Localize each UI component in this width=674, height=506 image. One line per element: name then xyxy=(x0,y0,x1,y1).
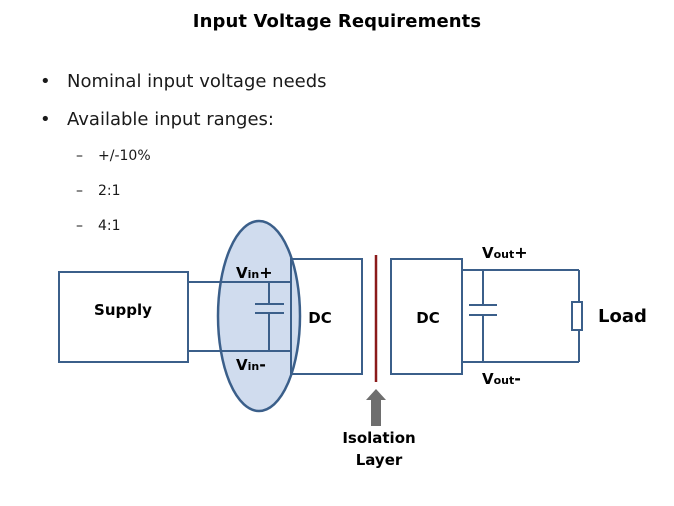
bullet-marker: • xyxy=(40,109,51,130)
sub-bullet-text: +/-10% xyxy=(98,148,151,164)
load-label: Load xyxy=(598,306,647,327)
sub-bullet-marker: – xyxy=(76,148,83,164)
up-arrow-icon xyxy=(366,389,386,426)
sub-bullet-marker: – xyxy=(76,183,83,199)
vin-plus-label: Vin+ xyxy=(236,263,273,282)
supply-label: Supply xyxy=(94,301,152,319)
input-capacitor-icon xyxy=(255,282,284,351)
load-resistor-icon xyxy=(571,270,583,362)
sub-bullet-text: 4:1 xyxy=(98,218,121,234)
output-capacitor-icon xyxy=(469,270,497,362)
dc-converter-output-box xyxy=(390,258,463,375)
sub-bullet-text: 2:1 xyxy=(98,183,121,199)
isolation-label-line1: Isolation xyxy=(342,429,415,447)
vout-minus-label: Vout- xyxy=(482,369,521,388)
bullet-marker: • xyxy=(40,71,51,92)
bullet-text: Nominal input voltage needs xyxy=(67,71,327,92)
dc-output-label: DC xyxy=(416,309,439,327)
dc-converter-input-box xyxy=(290,258,363,375)
supply-box xyxy=(58,271,189,363)
isolation-label-line2: Layer xyxy=(356,451,403,469)
vout-plus-label: Vout+ xyxy=(482,243,528,262)
slide-title: Input Voltage Requirements xyxy=(192,11,482,32)
input-highlight-ellipse xyxy=(216,219,302,413)
bullet-text: Available input ranges: xyxy=(67,109,274,130)
dc-input-label: DC xyxy=(308,309,331,327)
sub-bullet-marker: – xyxy=(76,218,83,234)
vin-minus-label: Vin- xyxy=(236,355,266,374)
